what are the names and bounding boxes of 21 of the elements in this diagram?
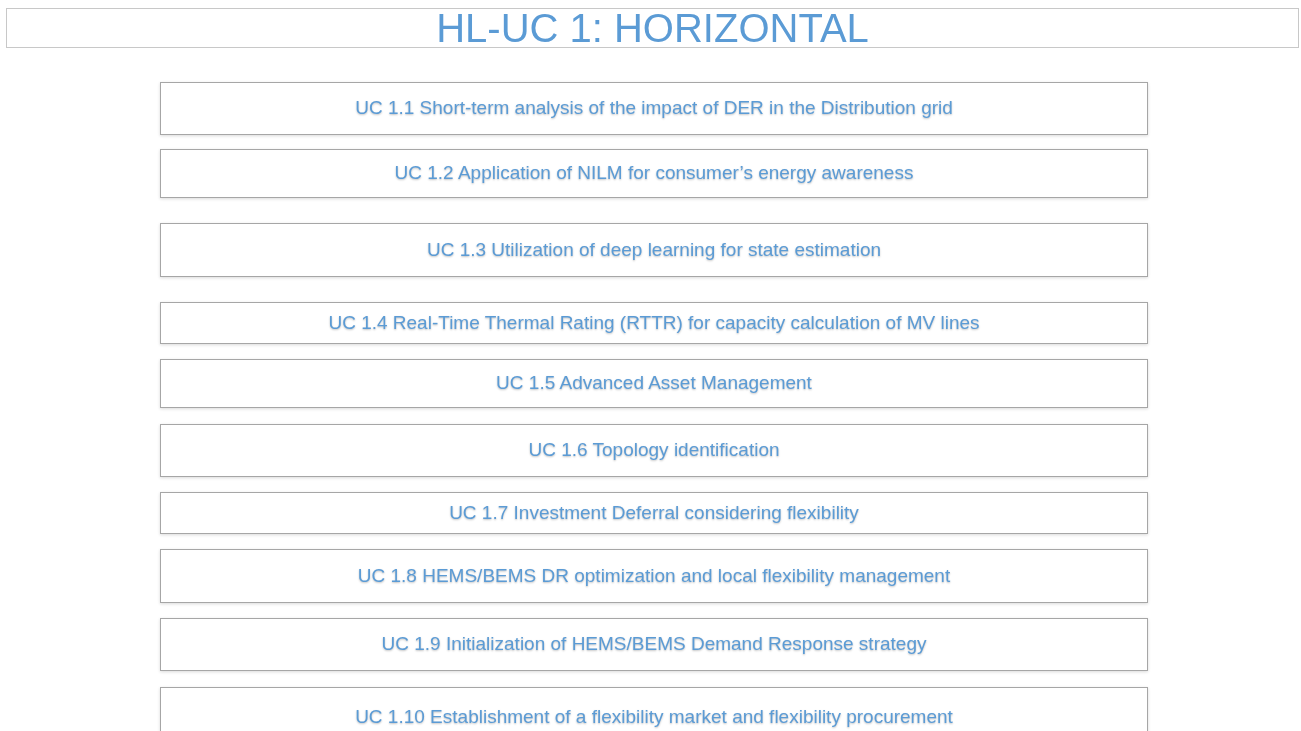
use-case-box: [160, 618, 1148, 671]
use-case-box: [160, 424, 1148, 477]
use-case-box: [160, 82, 1148, 135]
use-case-label: UC 1.3 Utilization of deep learning for state estimation: [426, 237, 882, 262]
use-case-box: [160, 492, 1148, 534]
use-case-label: UC 1.6 Topology identification: [528, 438, 780, 463]
use-case-label: UC 1.8 HEMS/BEMS DR optimization and local flexibility management: [357, 563, 951, 588]
use-case-box: [160, 302, 1148, 344]
use-case-label: UC 1.9 Initialization of HEMS/BEMS Demand Response strategy: [381, 632, 927, 657]
use-case-box: [160, 549, 1148, 603]
use-case-label: UC 1.1 Short-term analysis of the impact of DER in the Distribution grid: [355, 96, 953, 121]
use-case-label: UC 1.10 Establishment of a flexibility market and flexibility procurement: [355, 704, 953, 729]
title: HL-UC 1: HORIZONTAL: [436, 8, 869, 48]
use-case-label: UC 1.5 Advanced Asset Management: [496, 371, 812, 396]
use-case-label: UC 1.2 Application of NILM for consumer’s energy awareness: [394, 161, 914, 186]
use-case-box: [160, 149, 1148, 198]
use-case-box: [160, 687, 1148, 731]
use-case-box: [160, 223, 1148, 277]
use-case-label: UC 1.7 Investment Deferral considering flexibility: [449, 500, 859, 525]
use-case-label: UC 1.4 Real-Time Thermal Rating (RTTR) for capacity calculation of MV lines: [328, 310, 980, 335]
use-case-box: [160, 359, 1148, 408]
